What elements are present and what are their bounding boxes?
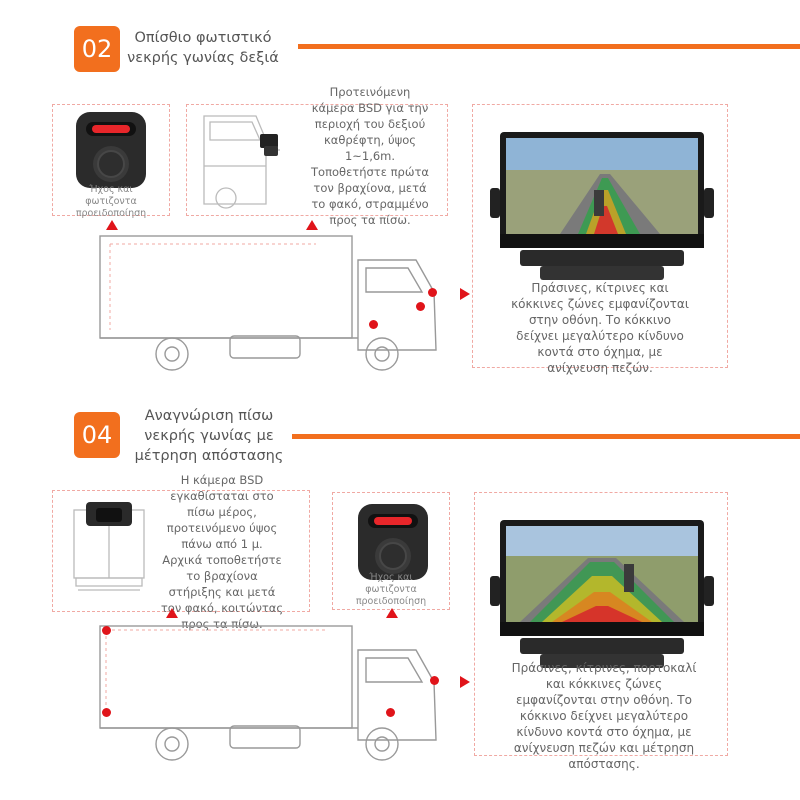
marker-dot — [430, 676, 439, 685]
truck-cab-sketch — [203, 115, 280, 209]
marker-dot — [416, 302, 425, 311]
section-number-badge: 04 — [74, 412, 120, 458]
marker-dot — [102, 708, 111, 717]
monitor-note: Πράσινες, κίτρινες, πορτοκαλί και κόκκιν… — [511, 661, 697, 771]
rear-camera-panel — [52, 490, 310, 612]
section-rule — [292, 434, 800, 439]
speaker-caption: Ήχος και φωτιζοντα προειδοποίηση — [355, 572, 427, 607]
truck-side-view — [99, 625, 437, 761]
monitor-image — [490, 520, 714, 668]
section-number-badge: 02 — [74, 26, 120, 72]
monitor-note: Πράσινες, κίτρινες και κόκκινες ζώνες εμ… — [511, 281, 689, 375]
arrow-up-icon — [166, 608, 178, 618]
speaker-panel — [332, 492, 450, 610]
arrow-right-icon — [460, 676, 470, 688]
monitor-image — [490, 132, 714, 280]
marker-dot — [369, 320, 378, 329]
alarm-speaker-image — [358, 504, 428, 580]
monitor-panel — [474, 492, 728, 756]
marker-dot — [386, 708, 395, 717]
section-title: Οπίσθιο φωτιστικό νεκρής γωνίας δεξιά — [127, 30, 279, 66]
arrow-right-icon — [460, 288, 470, 300]
marker-dot — [102, 626, 111, 635]
truck-rear-sketch — [73, 502, 145, 591]
camera-panel — [186, 104, 448, 216]
truck-side-view — [99, 235, 437, 371]
arrow-up-icon — [306, 220, 318, 230]
arrow-up-icon — [106, 220, 118, 230]
section-title: Αναγνώριση πίσω νεκρής γωνίας με μέτρηση… — [134, 408, 284, 464]
camera-install-note: Προτεινόμενη κάμερα BSD για την περιοχή … — [311, 85, 429, 227]
rear-camera-note: Η κάμερα BSD εγκαθίσταται στο πίσω μέρος… — [160, 473, 284, 631]
speaker-panel — [52, 104, 170, 216]
marker-dot — [428, 288, 437, 297]
alarm-speaker-image — [76, 112, 146, 188]
monitor-panel — [472, 104, 728, 368]
arrow-up-icon — [386, 608, 398, 618]
section-rule — [298, 44, 800, 49]
speaker-caption: Ήχος και φωτιζοντα προειδοποίηση — [75, 184, 147, 219]
